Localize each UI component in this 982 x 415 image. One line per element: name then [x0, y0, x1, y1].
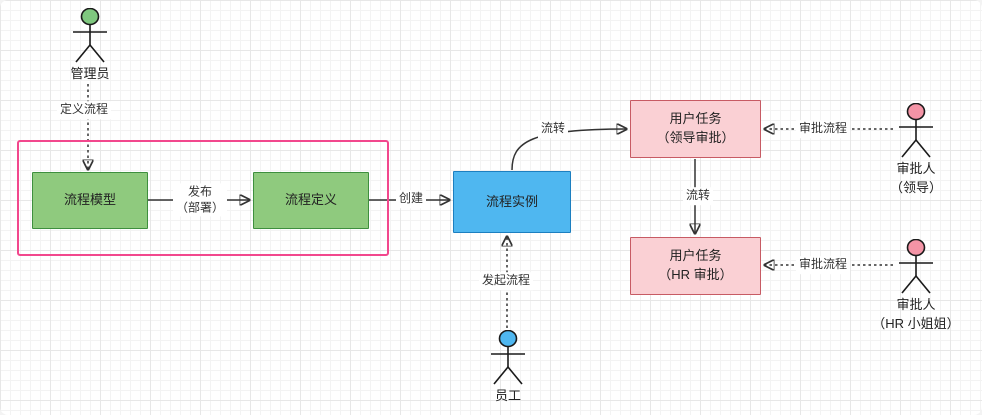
node-process-definition-label: 流程定义 [284, 192, 337, 208]
edge-label-initiate: 发起流程 [478, 272, 534, 290]
edge-label-approve-leader: 审批流程 [795, 120, 851, 138]
stick-figure-icon [73, 8, 107, 63]
node-process-model: 流程模型 [32, 172, 148, 229]
node-process-definition: 流程定义 [253, 172, 369, 229]
stick-figure-icon [899, 103, 933, 158]
edge-label-define-process: 定义流程 [56, 101, 112, 119]
actor-admin: 管理员 [60, 8, 120, 83]
node-process-model-label: 流程模型 [63, 192, 116, 208]
actor-approver-hr: 审批人 （HR 小姐姐） [867, 239, 965, 333]
actor-approver-leader-label-line1: 审批人 [896, 161, 936, 176]
edge-label-deploy-line2: （部署） [175, 200, 225, 214]
actor-approver-hr-label-line1: 审批人 [896, 297, 936, 312]
arrow-flow-to-leader [511, 129, 626, 171]
actor-approver-leader-label-line2: （领导） [889, 179, 942, 195]
edge-label-flow-to-leader: 流转 [537, 120, 569, 138]
edge-label-flow-to-hr: 流转 [682, 187, 714, 205]
node-user-task-leader-label-line1: 用户任务 [669, 111, 722, 127]
node-user-task-hr: 用户任务 （HR 审批） [630, 237, 761, 295]
actor-admin-label: 管理员 [70, 66, 110, 81]
stick-figure-icon [899, 239, 933, 294]
actor-employee-label: 员工 [494, 388, 521, 403]
node-user-task-hr-label-line2: （HR 审批） [658, 267, 733, 282]
edge-label-deploy-line1: 发布 [187, 184, 213, 199]
actor-approver-leader: 审批人 （领导） [885, 103, 947, 197]
edge-label-deploy: 发布 （部署） [172, 183, 228, 217]
node-process-instance-label: 流程实例 [485, 193, 538, 209]
highlight-group-box [17, 140, 389, 256]
actor-approver-hr-label-line2: （HR 小姐姐） [872, 315, 960, 331]
actor-employee: 员工 [477, 330, 539, 405]
stick-figure-icon [491, 330, 525, 385]
node-process-instance: 流程实例 [453, 171, 571, 233]
node-user-task-leader: 用户任务 （领导审批） [630, 100, 761, 158]
edge-label-create: 创建 [395, 190, 427, 208]
node-user-task-leader-label-line2: （领导审批） [656, 130, 735, 145]
edge-label-approve-hr: 审批流程 [795, 256, 851, 274]
node-user-task-hr-label-line1: 用户任务 [669, 248, 722, 264]
